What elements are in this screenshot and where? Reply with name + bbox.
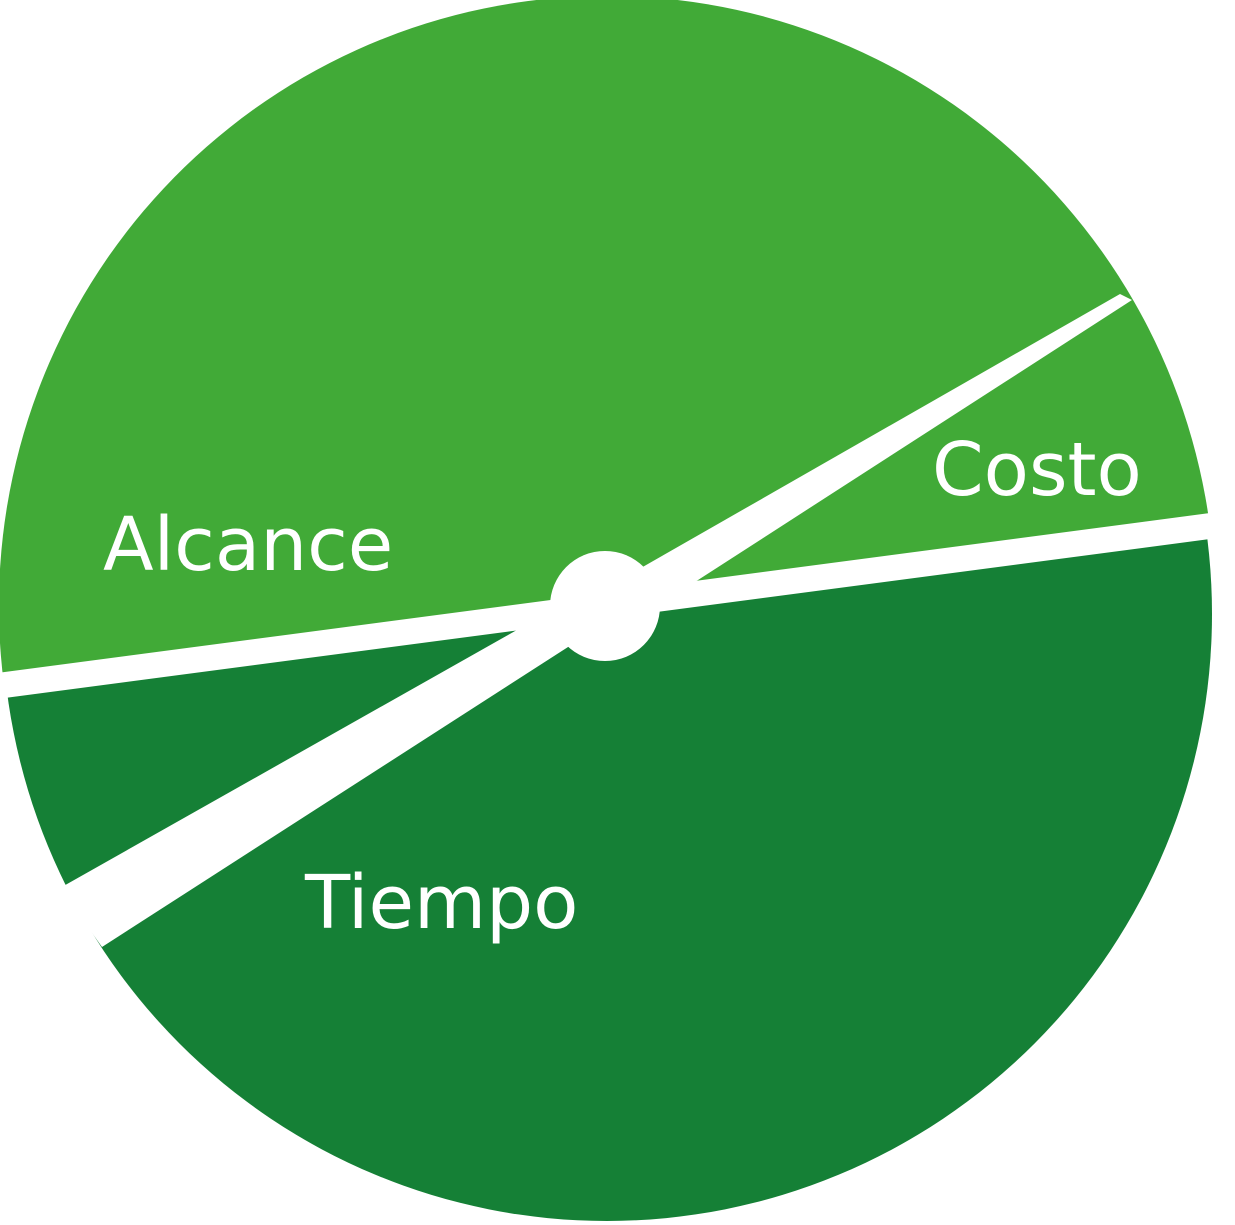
costo-wedge-separator [585, 294, 1132, 640]
tiempo-wedge-separator [60, 600, 610, 947]
alcance-label: Alcance [103, 502, 393, 588]
costo-label: Costo [932, 427, 1142, 513]
tiempo-label: Tiempo [304, 860, 578, 946]
center-hub [550, 551, 660, 661]
alcance-costo-region [0, 0, 1210, 685]
